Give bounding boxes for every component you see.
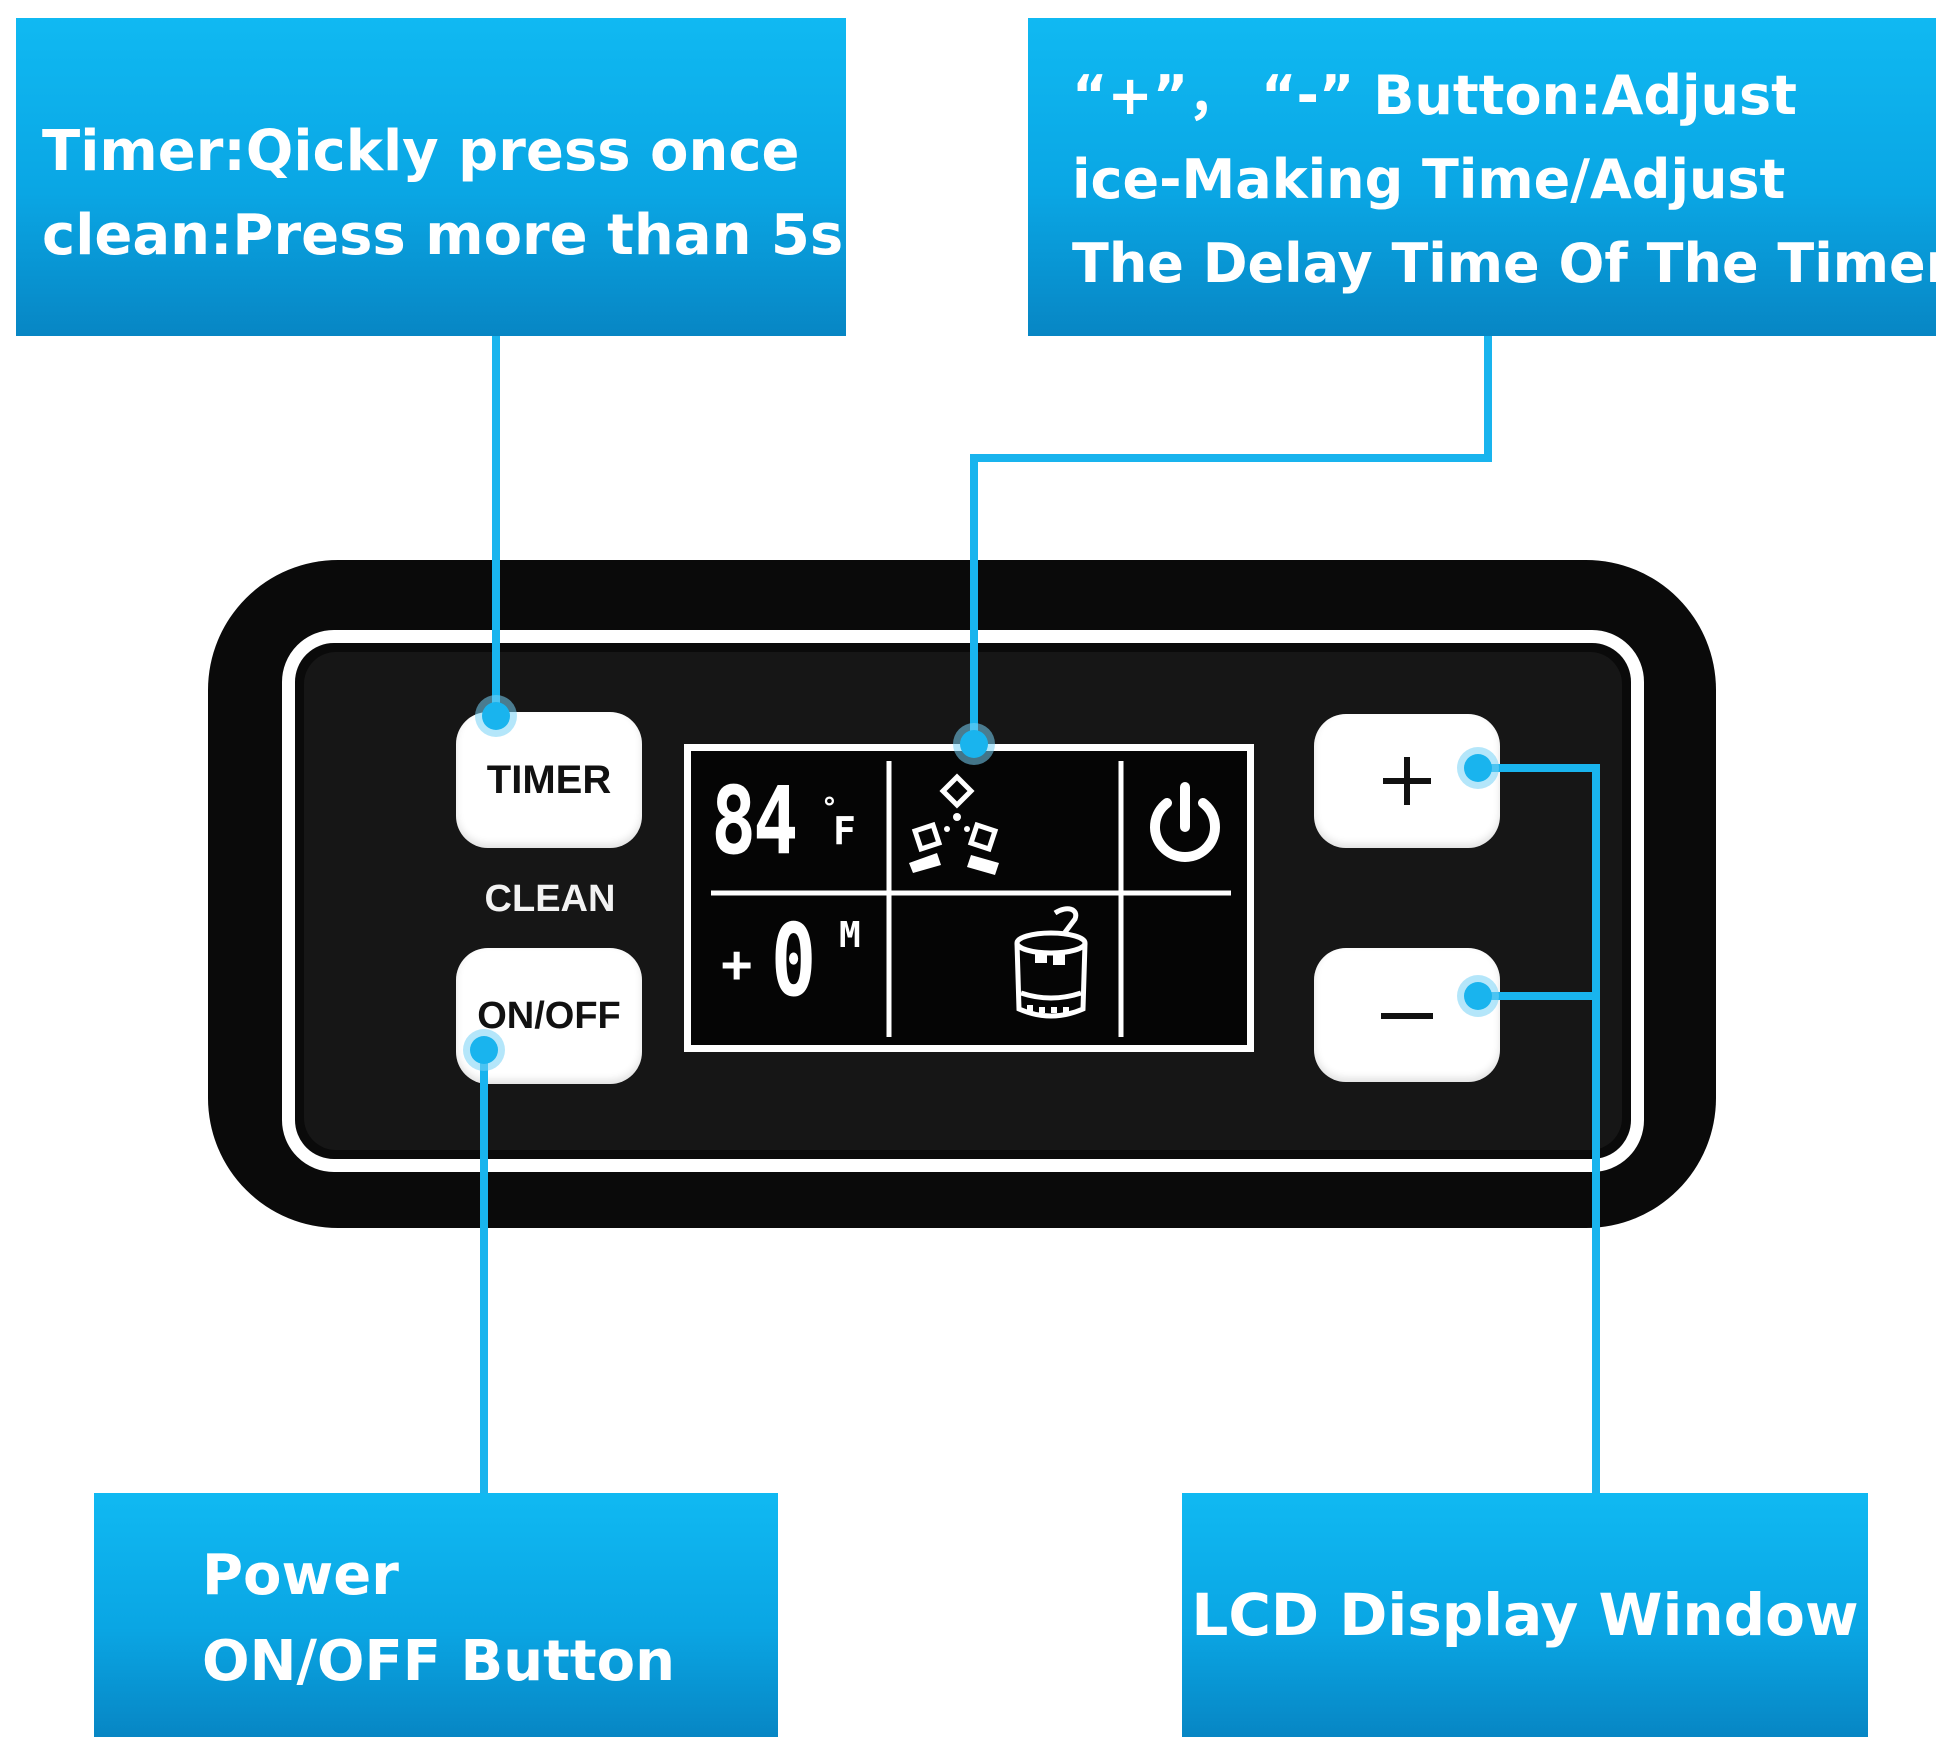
ice-basket-icon <box>1014 906 1088 1019</box>
lcd-pointer-dot <box>960 730 988 758</box>
power-callout: Power ON/OFF Button <box>94 1493 778 1737</box>
power-callout-line-1: Power <box>202 1543 399 1608</box>
timer-button[interactable]: TIMER <box>456 712 642 848</box>
plus-minus-callout-line-2: ice-Making Time/Adjust <box>1072 148 1786 211</box>
lcd-callout-line-1: LCD Display Window <box>1191 1581 1859 1649</box>
plus-minus-callout: “+”， “-” Button:Adjust ice-Making Time/A… <box>1028 18 1953 336</box>
plus-icon <box>1383 757 1431 805</box>
lcd-time-value: 0 <box>771 902 817 1019</box>
plus-pointer-dot <box>1464 754 1492 782</box>
power-callout-line-2: ON/OFF Button <box>202 1629 675 1694</box>
timer-callout-line-2: clean:Press more than 5s <box>42 203 844 268</box>
onoff-pointer-dot <box>470 1036 498 1064</box>
lcd-time-sign: + <box>721 935 753 995</box>
lcd-callout: LCD Display Window <box>1182 1493 1868 1737</box>
timer-button-label: TIMER <box>486 757 612 802</box>
lcd-grid <box>711 761 1231 1037</box>
lcd-degree-symbol: ° <box>821 791 838 824</box>
power-icon <box>1150 782 1220 862</box>
control-panel-ring <box>282 630 1644 1172</box>
onoff-button-label: ON/OFF <box>477 994 621 1037</box>
lcd-time-unit: M <box>839 915 861 956</box>
lcd-temperature-unit: F <box>833 809 856 853</box>
minus-button[interactable] <box>1314 948 1500 1082</box>
minus-pointer-dot <box>1464 982 1492 1010</box>
lcd-temperature: 84 <box>711 767 798 876</box>
plus-minus-callout-line-1: “+”， “-” Button:Adjust <box>1072 64 1797 127</box>
lcd-display: 84 ° F + 0 M <box>684 744 1254 1052</box>
plus-minus-callout-line-3: The Delay Time Of The Timer <box>1072 232 1953 295</box>
clean-label: CLEAN <box>484 878 616 920</box>
plus-button[interactable] <box>1314 714 1500 848</box>
minus-icon <box>1381 1013 1433 1019</box>
timer-pointer-dot <box>482 702 510 730</box>
ice-cubes-icon <box>909 773 999 875</box>
timer-callout-line-1: Timer:Qickly press once <box>42 119 800 184</box>
timer-callout: Timer:Qickly press once clean:Press more… <box>16 18 846 336</box>
